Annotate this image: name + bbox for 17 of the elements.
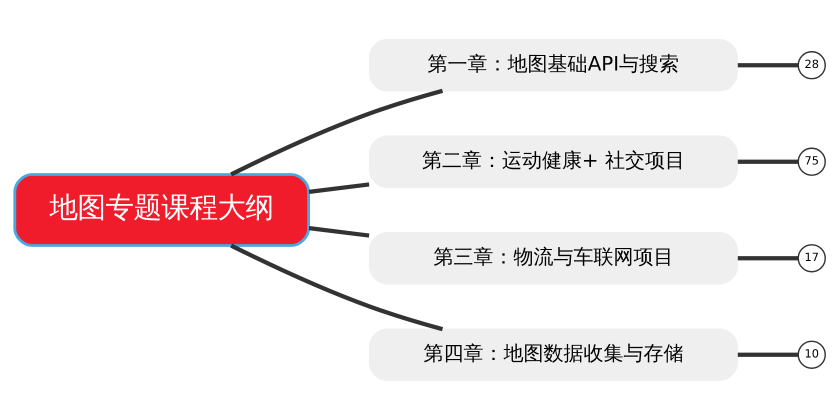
connector — [230, 88, 444, 176]
node-box: 第一章：地图基础API与搜索 — [368, 38, 738, 91]
node-circle: 17 — [798, 244, 826, 272]
connector — [738, 256, 798, 260]
connector — [738, 159, 798, 164]
connector — [738, 62, 798, 67]
node-circle: 75 — [798, 147, 826, 176]
connector — [230, 243, 444, 331]
node-box: 第二章：运动健康+ 社交项目 — [368, 134, 738, 188]
node-box: 地图专题课程大纲 — [13, 172, 310, 246]
connector — [308, 226, 370, 238]
node-box: 第四章：地图数据收集与存储 — [368, 328, 738, 381]
node-circle: 28 — [798, 50, 826, 79]
node-circle: 10 — [798, 340, 826, 368]
node-box: 第三章：物流与车联网项目 — [368, 232, 738, 284]
connector — [308, 182, 370, 194]
connector — [738, 352, 798, 356]
